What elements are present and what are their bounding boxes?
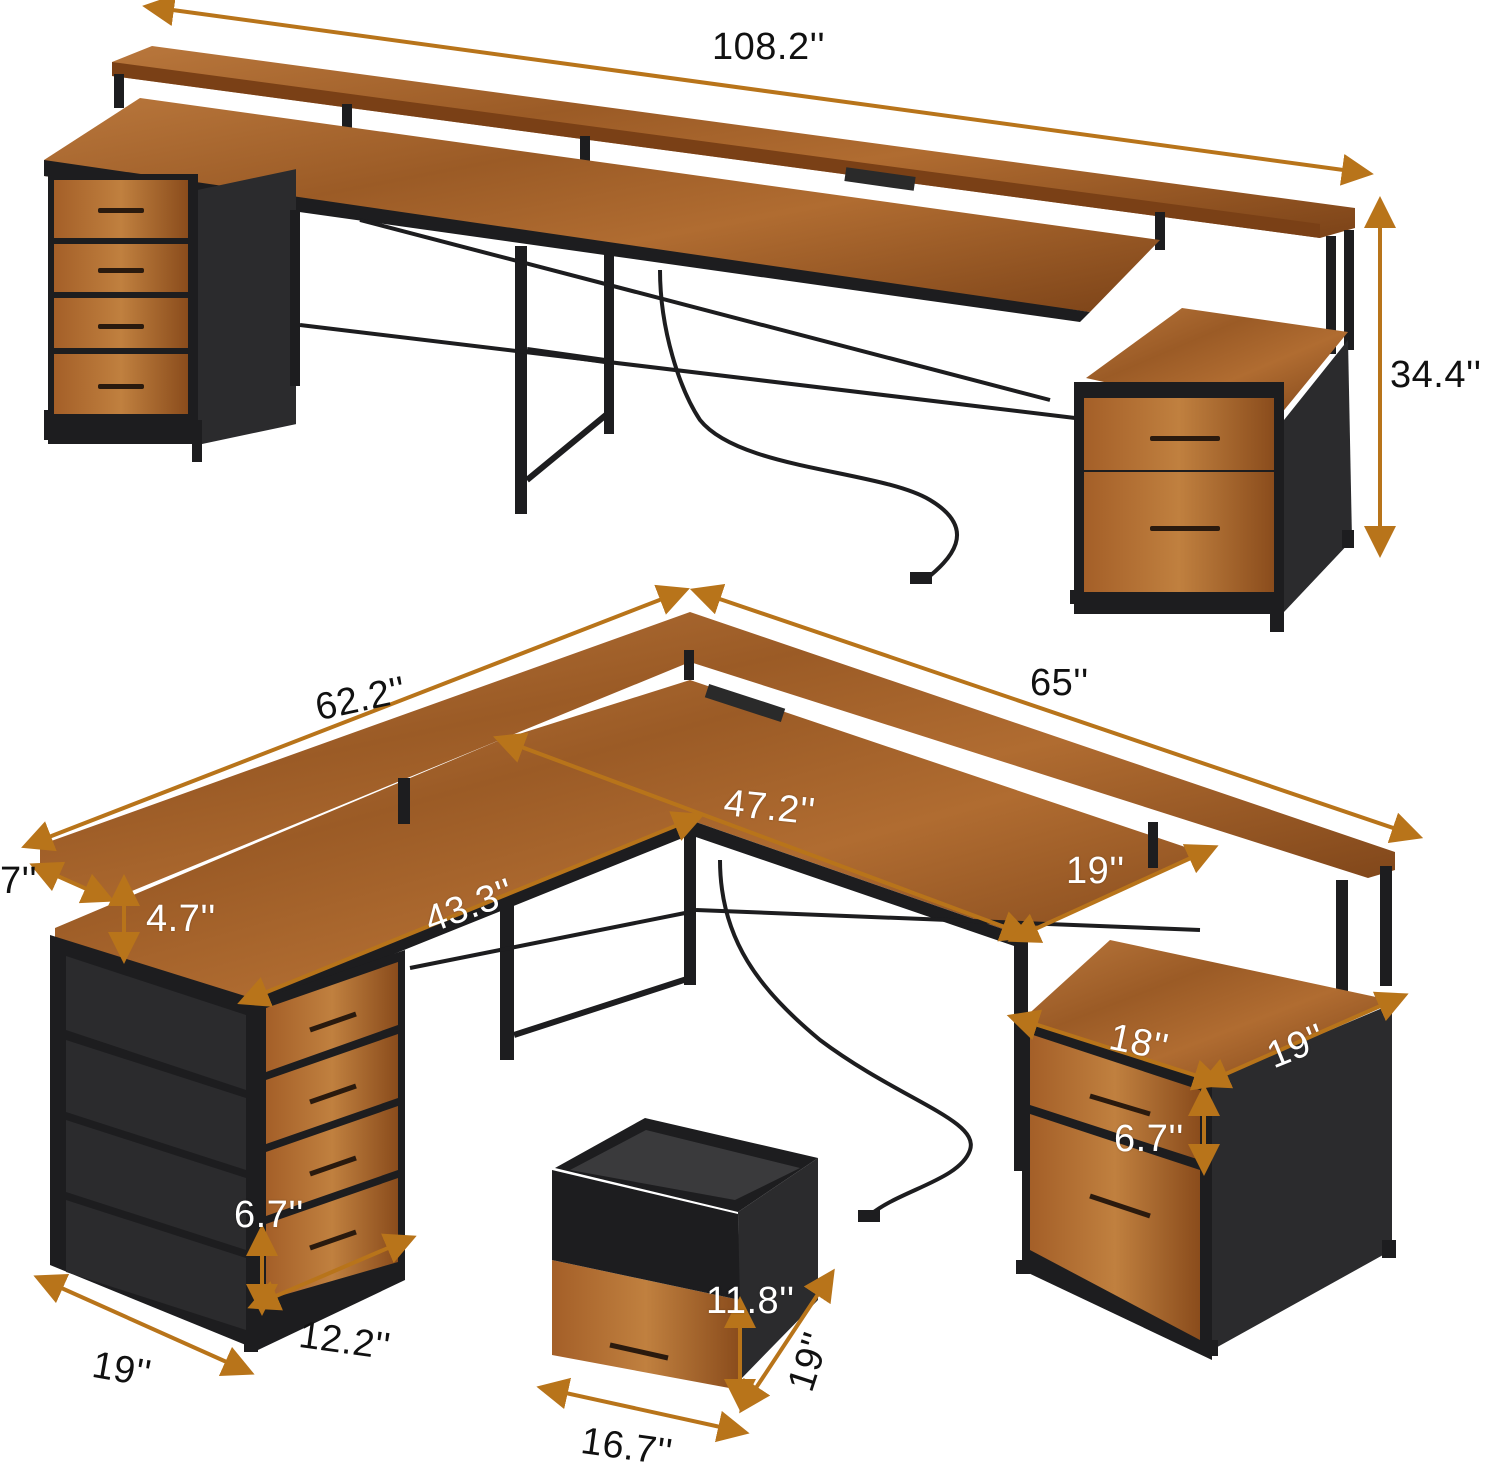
- drawer-handle: [1089, 1093, 1151, 1117]
- power-cord: [718, 859, 973, 1217]
- desk-leg: [290, 210, 300, 386]
- fabric-drawer: [66, 956, 246, 1090]
- power-cord: [658, 269, 959, 582]
- cabinet-fabric-side: [1212, 1004, 1392, 1350]
- cabinet-leg: [1016, 1260, 1030, 1274]
- drawer: [266, 1106, 398, 1216]
- desk-leg: [192, 420, 202, 462]
- dim-label-shelf-height: 4.7'': [146, 898, 216, 940]
- fabric-drawer: [66, 1040, 246, 1170]
- dim-label-l-right: 65'': [1030, 662, 1089, 704]
- plug: [910, 572, 932, 584]
- shelf-leg: [114, 74, 124, 108]
- dim-line: [29, 861, 115, 904]
- drawer-handle: [309, 1155, 357, 1177]
- dim-label-desk-depth: 19'': [1066, 850, 1125, 892]
- drawer-handle: [98, 268, 144, 273]
- shelf-leg: [1380, 866, 1392, 986]
- left-fabric-side: [198, 169, 296, 445]
- dim-label-left-unit-depth: 19'': [89, 1344, 155, 1396]
- desk-leg: [244, 1330, 258, 1352]
- drawer-handle: [309, 1083, 357, 1105]
- drawer-handle: [98, 324, 144, 329]
- dim-line-length: [142, 0, 1374, 186]
- dim-label-shelf-depth: 7'': [0, 860, 38, 902]
- bin-front: [552, 1260, 740, 1390]
- drawer: [54, 298, 188, 348]
- dim-label-cabinet-drawer-height: 6.7'': [1114, 1118, 1184, 1160]
- plug: [858, 1210, 880, 1222]
- dim-line: [247, 1233, 417, 1311]
- shelf-leg: [1155, 212, 1165, 250]
- shelf-leg: [684, 650, 694, 680]
- dim-line: [1006, 1009, 1226, 1091]
- dim-line: [739, 1268, 835, 1414]
- drawer-handle: [98, 384, 144, 389]
- dim-line: [33, 1273, 255, 1377]
- desk-leg: [604, 254, 614, 434]
- shelf-leg: [1148, 822, 1158, 868]
- drawer-handle: [1150, 526, 1220, 531]
- drawer-handle: [609, 1342, 669, 1361]
- drawer: [266, 1034, 398, 1144]
- cabinet-drawer: [1030, 1114, 1200, 1340]
- dim-line: [689, 584, 1424, 843]
- cabinet-fabric-side: [1284, 340, 1352, 612]
- fabric-drawer: [66, 1120, 246, 1250]
- drawer-handle: [1089, 1193, 1151, 1219]
- cross-brace: [513, 975, 691, 1038]
- cabinet-leg: [1070, 590, 1084, 604]
- straight-desk: [44, 46, 1355, 632]
- cross-brace: [526, 347, 613, 365]
- desk-leg: [684, 830, 696, 985]
- file-drawer-bin: [552, 1118, 818, 1390]
- cabinet-leg: [1204, 1340, 1218, 1356]
- cabinet-drawer: [1084, 472, 1274, 592]
- dim-line: [1197, 991, 1409, 1089]
- dim-line: [493, 732, 1033, 942]
- shelf-leg: [1326, 236, 1336, 354]
- dim-line: [21, 584, 690, 852]
- shelf-leg: [398, 778, 410, 824]
- drawer-handle: [309, 1011, 357, 1033]
- bin-inside: [570, 1130, 800, 1200]
- cross-brace: [359, 218, 1051, 402]
- cabinet-leg: [1270, 600, 1284, 632]
- cabinet-leg: [1342, 530, 1354, 548]
- cabinet-drawer: [1084, 398, 1274, 470]
- bin-fabric-front: [552, 1170, 740, 1300]
- desk-leg: [515, 246, 527, 514]
- cabinet-leg: [1382, 1240, 1396, 1258]
- shelf-leg: [1336, 880, 1348, 1000]
- dim-line: [536, 1377, 750, 1443]
- dim-label-top-height: 34.4'': [1390, 354, 1482, 396]
- desk-top-edge: [44, 160, 1090, 322]
- desk-leg: [500, 905, 514, 1060]
- cross-brace: [299, 323, 1076, 420]
- drawer-handle: [98, 208, 144, 213]
- dim-line: [1007, 844, 1219, 943]
- dim-label-top-length: 108.2'': [712, 26, 826, 68]
- dim-label-bin-height: 11.8'': [706, 1280, 795, 1322]
- desk-leg: [44, 410, 54, 440]
- drawer-handle: [1150, 436, 1220, 441]
- dim-label-inner-right: 47.2'': [721, 782, 818, 834]
- cross-brace: [525, 407, 614, 483]
- shelf-leg: [1344, 230, 1354, 350]
- dim-label-left-drawer-height: 6.7'': [234, 1194, 304, 1236]
